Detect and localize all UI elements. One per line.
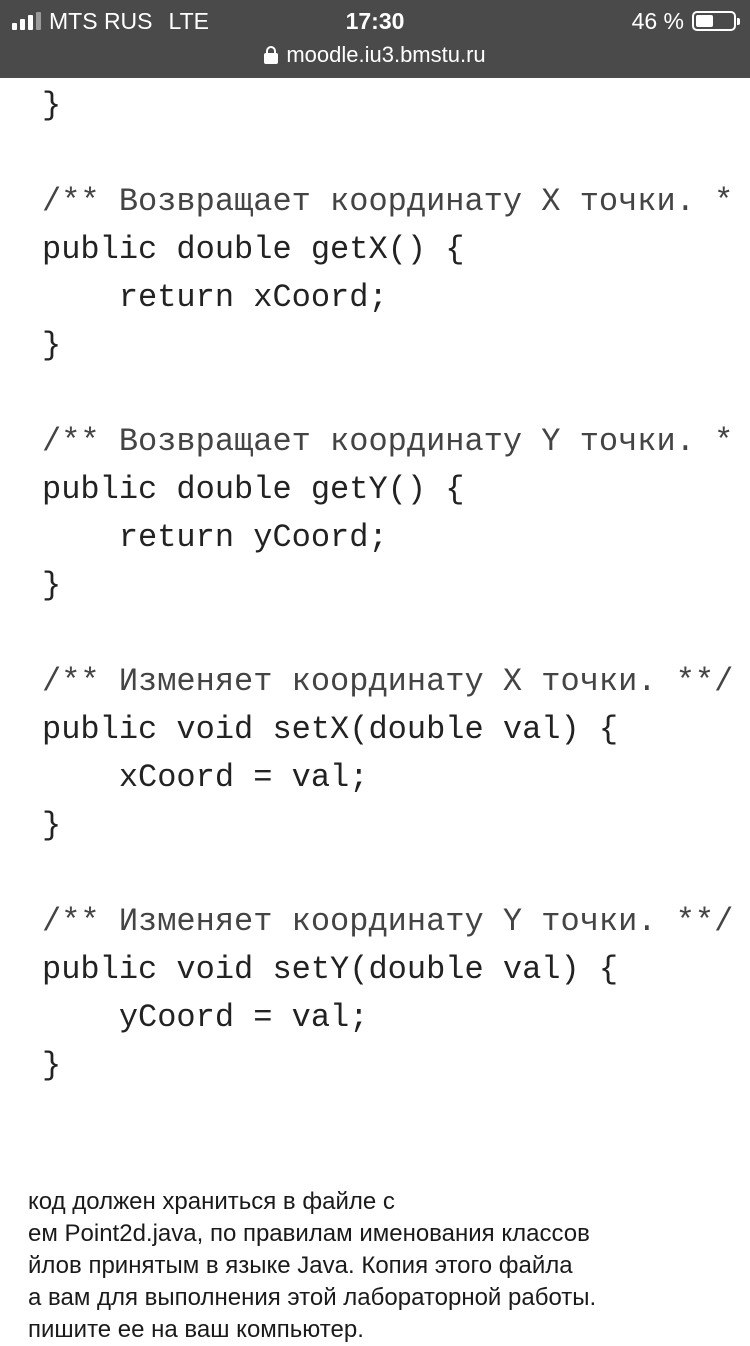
code-comment-line: /** Возвращает координату X точки. *: [42, 183, 734, 220]
code-line: [42, 370, 750, 418]
prose-line: ем Point2d.java, по правилам именования …: [28, 1220, 590, 1247]
code-line: }: [42, 87, 62, 124]
code-block: } /** Возвращает координату X точки. * pub…: [42, 82, 750, 1090]
code-line: [42, 850, 750, 898]
url-bar[interactable]: moodle.iu3.bmstu.ru: [0, 40, 750, 70]
code-line: public double getX() {: [42, 231, 465, 268]
battery-fill: [696, 15, 713, 27]
code-line: public void setY(double val) {: [42, 951, 619, 988]
battery-group: 46 %: [631, 7, 740, 34]
code-comment-line: /** Возвращает координату Y точки. *: [42, 423, 734, 460]
code-line: [42, 130, 750, 178]
url-text[interactable]: moodle.iu3.bmstu.ru: [286, 42, 486, 67]
code-line: }: [42, 1047, 62, 1084]
code-line: public void setX(double val) {: [42, 711, 619, 748]
code-line: [42, 610, 750, 658]
battery-icon: [692, 11, 740, 31]
code-line: }: [42, 567, 62, 604]
lock-icon: [264, 46, 279, 64]
code-line: yCoord = val;: [42, 999, 369, 1036]
code-comment-line: /** Изменяет координату Y точки. **/: [42, 903, 734, 940]
prose-line: код должен храниться в файле с: [28, 1188, 395, 1215]
battery-percent: 46 %: [631, 7, 684, 34]
prose-text: код должен храниться в файле с ем Point2d…: [28, 1186, 748, 1346]
prose-line: а вам для выполнения этой лабораторной р…: [28, 1284, 597, 1311]
code-line: xCoord = val;: [42, 759, 369, 796]
code-line: return yCoord;: [42, 519, 388, 556]
prose-line: йлов принятым в языке Java. Копия этого …: [28, 1252, 573, 1279]
carrier-group: MTS RUS LTE: [12, 8, 209, 34]
prose-line: пишите ее на ваш компьютер.: [28, 1316, 364, 1343]
network-type: LTE: [168, 7, 209, 34]
carrier-name: MTS RUS: [49, 7, 153, 34]
status-bar: MTS RUS LTE 17:30 46 % moodle.iu3.bmstu.…: [0, 0, 750, 78]
code-line: public double getY() {: [42, 471, 465, 508]
code-line: }: [42, 807, 62, 844]
signal-strength-icon: [12, 12, 41, 30]
code-comment-line: /** Изменяет координату X точки. **/: [42, 663, 734, 700]
clock: 17:30: [345, 8, 405, 34]
code-line: }: [42, 327, 62, 364]
code-line: return xCoord;: [42, 279, 388, 316]
